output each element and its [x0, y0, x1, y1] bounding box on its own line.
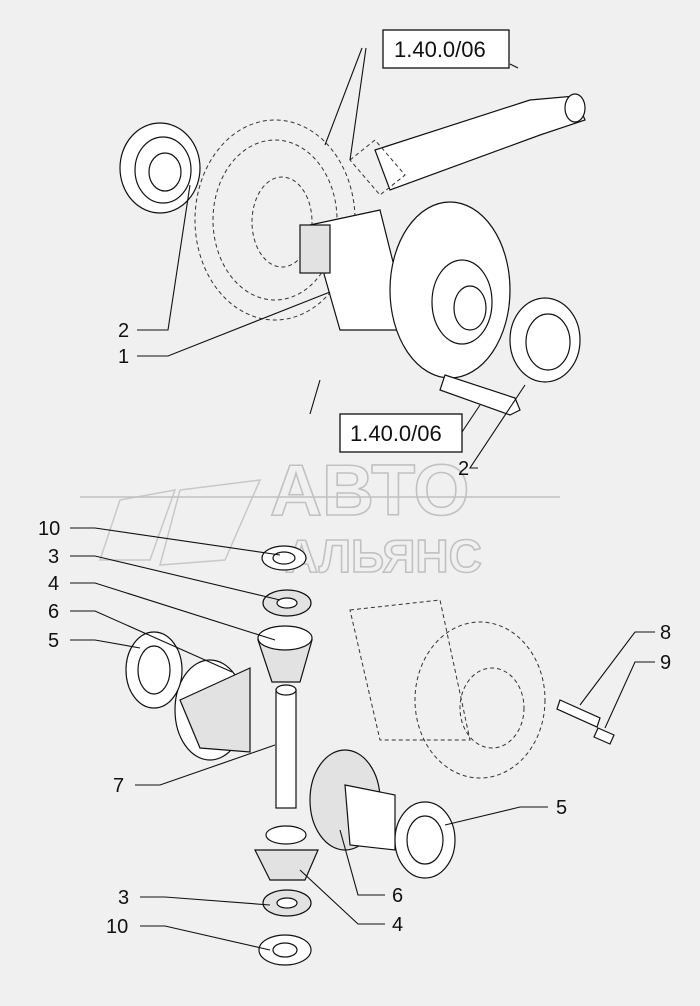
washer-10-bottom [258, 934, 312, 966]
thrust-washer-3-top [262, 589, 312, 617]
pinion-shaft [349, 93, 586, 196]
pinion-gear-4-top [257, 625, 313, 683]
callout-2-top: 2 [118, 320, 129, 342]
reference-label-middle: 1.40.0/06 [350, 421, 442, 446]
callout-6-left: 6 [48, 601, 59, 623]
watermark-logo: АВТО АЛЬЯНС [80, 450, 560, 583]
side-gear-6-right [309, 749, 396, 851]
washer-5-left [125, 631, 183, 709]
reference-label-top: 1.40.0/06 [394, 37, 486, 62]
callout-2-right: 2 [458, 458, 469, 480]
pin-7 [275, 684, 297, 809]
screw-9 [593, 727, 615, 745]
washer-5-right [394, 801, 456, 879]
callout-7: 7 [113, 775, 124, 797]
callout-labels: 2 1 2 10 3 4 6 5 7 3 10 6 4 5 8 9 [38, 320, 671, 938]
pin-8 [556, 699, 601, 728]
side-gear-6-left [174, 659, 251, 761]
callout-5-right: 5 [556, 797, 567, 819]
housing-dashed-lower [349, 599, 546, 779]
watermark-line2: АЛЬЯНС [285, 530, 482, 582]
watermark-line1: АВТО [270, 451, 469, 531]
callout-3-bottom: 3 [118, 887, 129, 909]
leader-lines [70, 47, 655, 951]
callout-4-top: 4 [48, 573, 59, 595]
callout-8: 8 [660, 622, 671, 644]
bearing-left [119, 122, 201, 214]
differential-housing [299, 201, 511, 379]
callout-6-right: 6 [392, 885, 403, 907]
callout-4-bottom: 4 [392, 914, 403, 936]
callout-1: 1 [118, 346, 129, 368]
reference-box-top: 1.40.0/06 [382, 29, 510, 69]
bearing-right [509, 297, 581, 383]
pinion-gear-4-bottom [254, 825, 319, 881]
callout-10-top: 10 [38, 518, 60, 540]
reference-box-middle: 1.40.0/06 [339, 413, 463, 453]
callout-5-left: 5 [48, 630, 59, 652]
thrust-washer-3-bottom [262, 889, 312, 917]
bolt [439, 374, 521, 416]
callout-9: 9 [660, 652, 671, 674]
callout-10-bottom: 10 [106, 916, 128, 938]
washer-10-top [261, 545, 307, 571]
callout-3-top: 3 [48, 546, 59, 568]
